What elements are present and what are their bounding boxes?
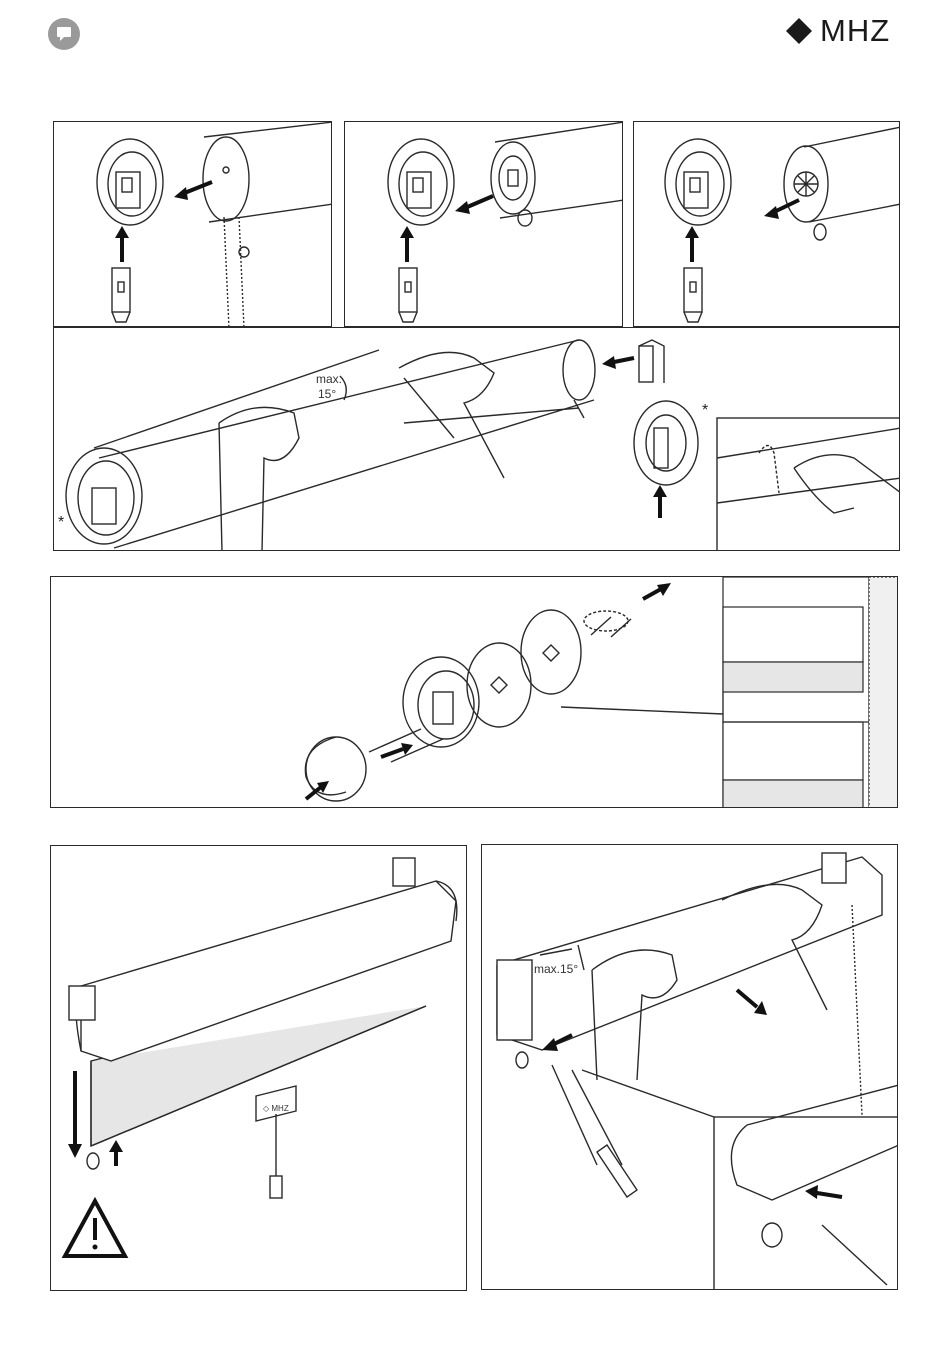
panel-tube-assembly: max. 15° * * (53, 327, 900, 551)
marker-star-left: * (58, 514, 64, 532)
warning-triangle-icon (65, 1201, 125, 1256)
diamond-icon (784, 16, 814, 46)
panel-chain-end (53, 121, 332, 327)
speech-bubble-icon (48, 18, 80, 50)
panel-star-end (633, 121, 900, 327)
angle-label-removal: max.15° (534, 962, 578, 976)
marker-star-right: * (702, 402, 708, 420)
handle-logo: ◇ MHZ (263, 1102, 289, 1116)
panel-square-end (344, 121, 623, 327)
panel-wall-bracket (50, 576, 898, 808)
panel-roller-removal: max.15° (481, 844, 898, 1290)
brand-name: MHZ (820, 13, 890, 49)
angle-label-value: 15° (318, 387, 336, 401)
angle-label-max: max. (316, 372, 342, 386)
panel-roller-mounted: ◇ MHZ (50, 845, 467, 1291)
page-icon (48, 18, 80, 50)
brand-logo: MHZ (784, 14, 890, 48)
